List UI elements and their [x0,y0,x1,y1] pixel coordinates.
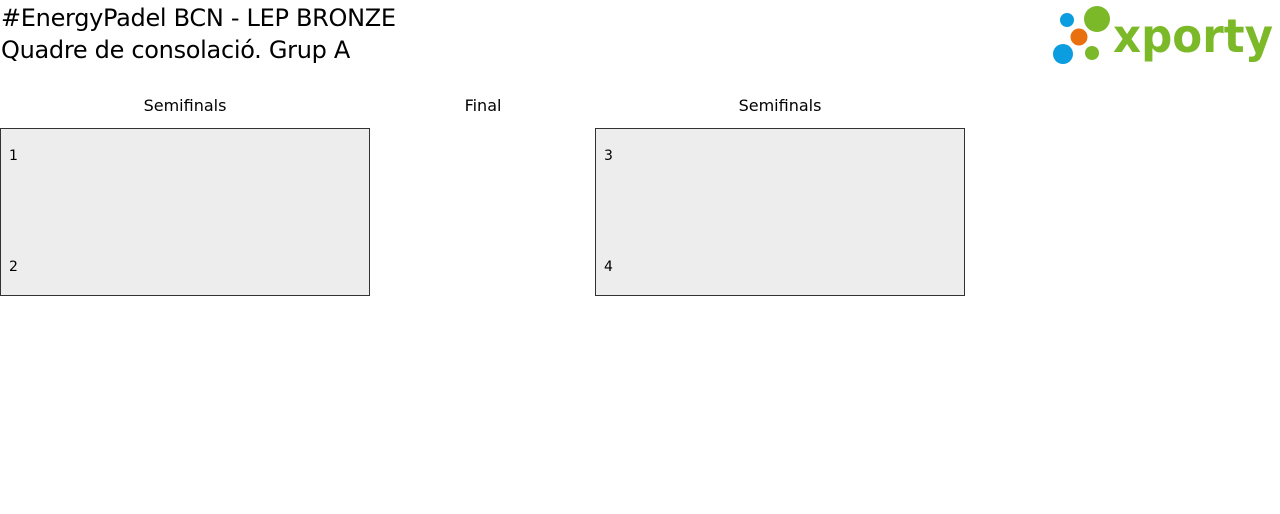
logo-text: xporty [1113,9,1273,63]
page-title: #EnergyPadel BCN - LEP BRONZE [1,4,396,32]
round-label-semifinals-left: Semifinals [143,96,227,115]
match-box[interactable]: 1 2 [0,128,370,296]
xporty-logo: xporty [1053,6,1273,64]
seed-number: 4 [604,259,613,275]
seed-number: 1 [9,148,18,164]
page-subtitle: Quadre de consolació. Grup A [1,36,350,64]
match-box[interactable]: 3 4 [595,128,965,296]
round-label-final: Final [464,96,502,115]
seed-number: 3 [604,148,613,164]
round-label-semifinals-right: Semifinals [738,96,822,115]
seed-number: 2 [9,259,18,275]
